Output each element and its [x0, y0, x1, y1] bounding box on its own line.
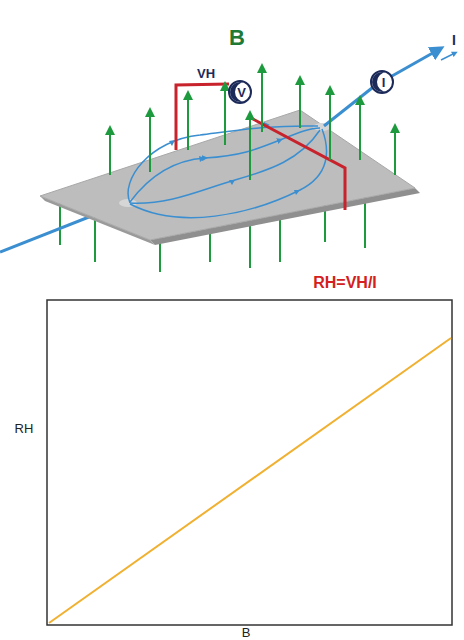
field-symbol: B: [229, 27, 245, 49]
voltage-lead: [176, 84, 229, 150]
formula: RH=VH/I: [313, 275, 377, 291]
meter-letter: V: [234, 86, 246, 99]
hall-voltage-label: VH: [197, 67, 215, 80]
current-direction: [441, 53, 455, 60]
field-arrow: [359, 100, 361, 160]
current-out: [392, 50, 438, 76]
field-arrow: [187, 95, 189, 150]
field-arrow: [394, 128, 396, 175]
chart-frame: [47, 300, 452, 625]
field-arrow: [149, 112, 151, 172]
ammeter: I: [370, 70, 394, 94]
axis-label: B: [242, 626, 251, 639]
field-arrow: [224, 86, 226, 145]
current-out: [324, 88, 372, 126]
current-label: I: [452, 33, 456, 47]
field-arrow: [249, 115, 251, 180]
field-lines-above: [110, 68, 395, 180]
field-arrow: [109, 130, 111, 175]
current-paths: [128, 122, 326, 218]
field-arrow: [329, 90, 331, 160]
field-arrow: [261, 68, 263, 132]
axis-label: RH: [15, 422, 34, 435]
hall-plate: [40, 110, 415, 240]
field-arrow: [299, 80, 301, 128]
meter-letter: I: [379, 76, 386, 89]
voltmeter: V: [228, 80, 252, 104]
hall-resistance-line: [49, 338, 451, 623]
